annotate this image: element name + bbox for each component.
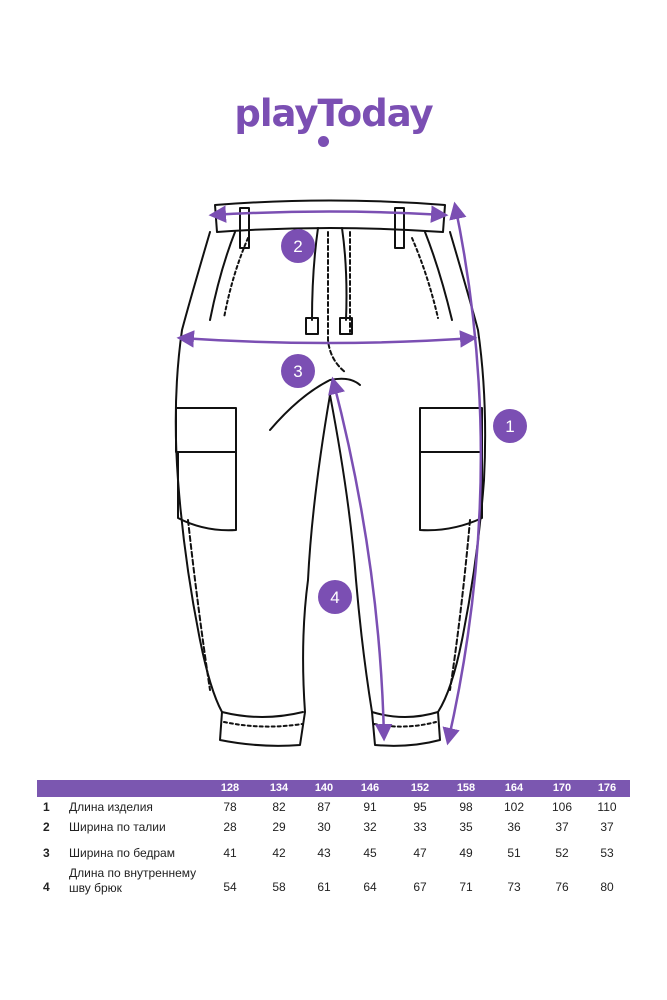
svg-text:2: 2 [293, 237, 302, 256]
row-number: 4 [43, 880, 50, 894]
badge-1: 1 [493, 409, 527, 443]
table-cell: 102 [503, 800, 525, 814]
badge-3: 3 [281, 354, 315, 388]
table-cell: 51 [507, 846, 521, 860]
table-cell: 64 [363, 880, 377, 894]
row-label: Длина по внутреннему шву брюк [69, 866, 197, 895]
badge-4: 4 [318, 580, 352, 614]
table-cell: 33 [413, 820, 427, 834]
svg-text:4: 4 [330, 588, 339, 607]
table-cell: 52 [555, 846, 569, 860]
table-cell: 54 [223, 880, 237, 894]
badge-2: 2 [281, 229, 315, 263]
table-cell: 71 [459, 880, 473, 894]
table-cell: 43 [317, 846, 331, 860]
size-table-header: 128 134 140 146 152 158 164 170 176 [37, 780, 630, 797]
size-header: 128 [220, 782, 240, 794]
size-header: 158 [456, 782, 476, 794]
table-cell: 41 [223, 846, 237, 860]
table-cell: 37 [600, 820, 614, 834]
pants-drawing: 2 3 1 4 [174, 199, 527, 747]
table-cell: 98 [459, 800, 473, 814]
table-cell: 45 [363, 846, 377, 860]
row-label: Длина изделия [69, 800, 153, 814]
table-cell: 76 [555, 880, 569, 894]
svg-text:1: 1 [505, 417, 514, 436]
size-header: 140 [314, 782, 334, 794]
logo-dot [318, 136, 329, 147]
table-cell: 80 [600, 880, 614, 894]
table-cell: 87 [317, 800, 331, 814]
brand-logo: playToday [0, 92, 667, 135]
size-header: 152 [410, 782, 430, 794]
size-header: 164 [504, 782, 524, 794]
table-cell: 82 [272, 800, 286, 814]
table-cell: 67 [413, 880, 427, 894]
table-cell: 110 [597, 800, 617, 814]
row-number: 3 [43, 846, 50, 860]
pants-outline [174, 199, 487, 747]
table-cell: 37 [555, 820, 569, 834]
table-cell: 42 [272, 846, 286, 860]
table-cell: 61 [317, 880, 331, 894]
table-cell: 78 [223, 800, 237, 814]
table-cell: 106 [551, 800, 573, 814]
table-cell: 35 [459, 820, 473, 834]
table-cell: 47 [413, 846, 427, 860]
row-label: Ширина по бедрам [69, 846, 175, 860]
table-cell: 30 [317, 820, 331, 834]
size-header: 176 [597, 782, 617, 794]
table-cell: 49 [459, 846, 473, 860]
table-cell: 73 [507, 880, 521, 894]
row-number: 1 [43, 800, 50, 814]
size-header: 146 [360, 782, 380, 794]
table-cell: 28 [223, 820, 237, 834]
table-cell: 95 [413, 800, 427, 814]
table-cell: 32 [363, 820, 377, 834]
size-table: 128 134 140 146 152 158 164 170 176 1 Дл… [37, 780, 630, 895]
svg-text:3: 3 [293, 362, 302, 381]
row-label: Ширина по талии [69, 820, 166, 834]
table-row: 4 Длина по внутреннему шву брюк 54 58 61… [37, 866, 630, 912]
table-cell: 53 [600, 846, 614, 860]
table-cell: 58 [272, 880, 286, 894]
measurement-lines [176, 201, 483, 746]
row-number: 2 [43, 820, 50, 834]
size-header: 170 [552, 782, 572, 794]
table-cell: 29 [272, 820, 286, 834]
table-cell: 91 [363, 800, 377, 814]
brand-logo-text: playToday [234, 92, 433, 135]
table-cell: 36 [507, 820, 521, 834]
size-header: 134 [269, 782, 289, 794]
measurement-badges: 2 3 1 4 [281, 229, 527, 614]
